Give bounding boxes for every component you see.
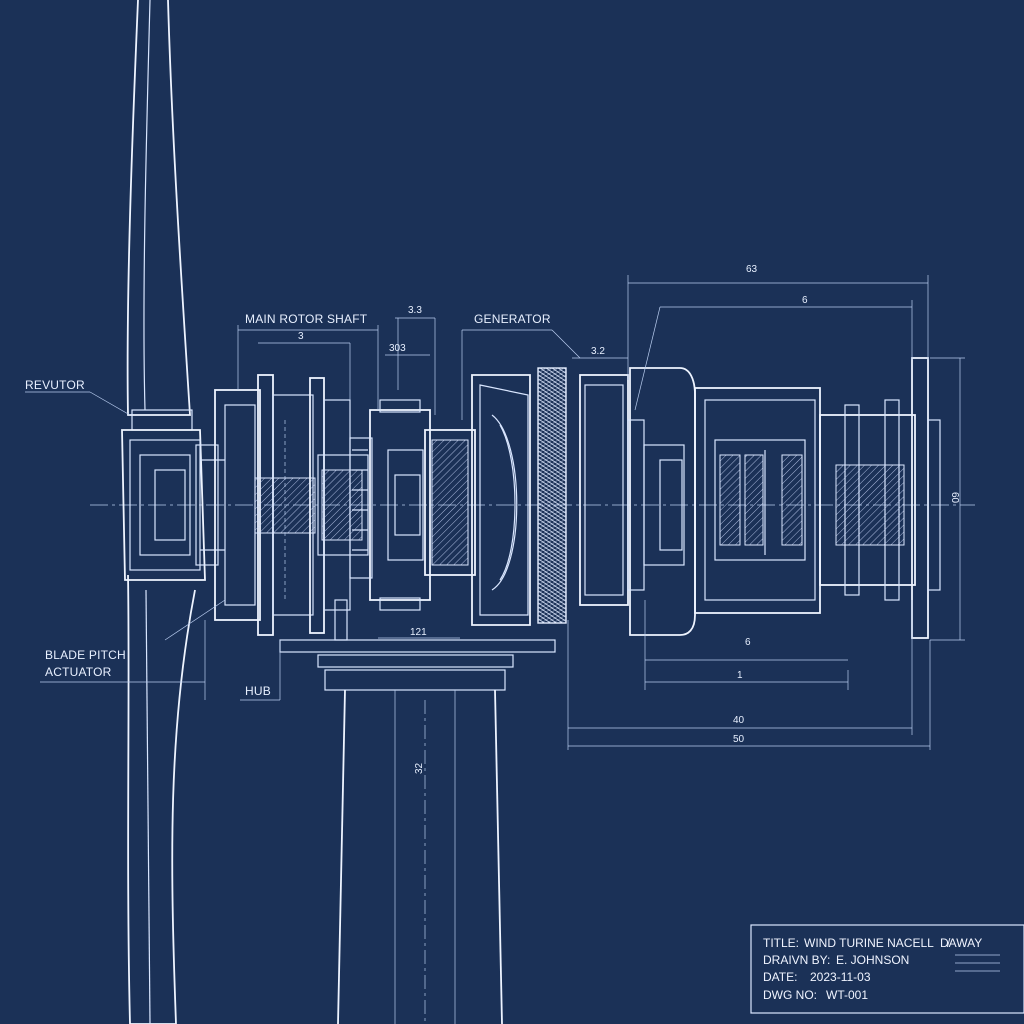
dim-top-overall: 63 [746,264,758,275]
dim-right-6: 6 [745,637,751,648]
title-block: TITLE: WIND TURINE NACELL D̸AWAY DRAIVN … [750,924,1024,1014]
dimension-lines [25,275,965,750]
dim-vertical-right: 60 [949,492,960,504]
title-overlap: D̸AWAY [940,936,982,950]
label-revutor: REVUTOR [25,378,85,392]
drawn-value: E. JOHNSON [836,953,909,967]
dim-40: 40 [733,715,745,726]
dim-121: 121 [410,627,427,638]
dim-shaft-gap: 3.3 [408,305,422,316]
dwg-value: WT-001 [826,988,868,1002]
dim-top-second: 6 [802,295,808,306]
hub-assembly [121,429,225,581]
dwg-label: DWG NO: [763,988,817,1002]
dim-shaft-span: 3 [298,331,304,342]
rear-housing [627,357,941,639]
label-main-rotor-shaft: MAIN ROTOR SHAFT [245,312,368,326]
drawn-label: DRAIVN BY: [763,953,830,967]
dim-shaft-inner: 303 [389,343,406,354]
dim-right-1: 1 [737,670,743,681]
label-generator: GENERATOR [474,312,551,326]
date-value: 2023-11-03 [810,970,871,984]
dim-50: 50 [733,734,745,745]
dim-gen-gap: 3.2 [591,346,605,357]
main-rotor-shaft [214,374,369,641]
title-value: WIND TURINE NACELL [804,936,934,950]
gearbox [349,399,476,611]
label-hub: HUB [245,684,271,698]
tower [279,639,556,1024]
title-label: TITLE: [763,936,799,950]
label-actuator: ACTUATOR [45,665,112,679]
date-label: DATE: [763,970,797,984]
generator [471,367,629,626]
dim-tower-height: 32 [414,762,425,774]
label-blade-pitch: BLADE PITCH [45,648,126,662]
